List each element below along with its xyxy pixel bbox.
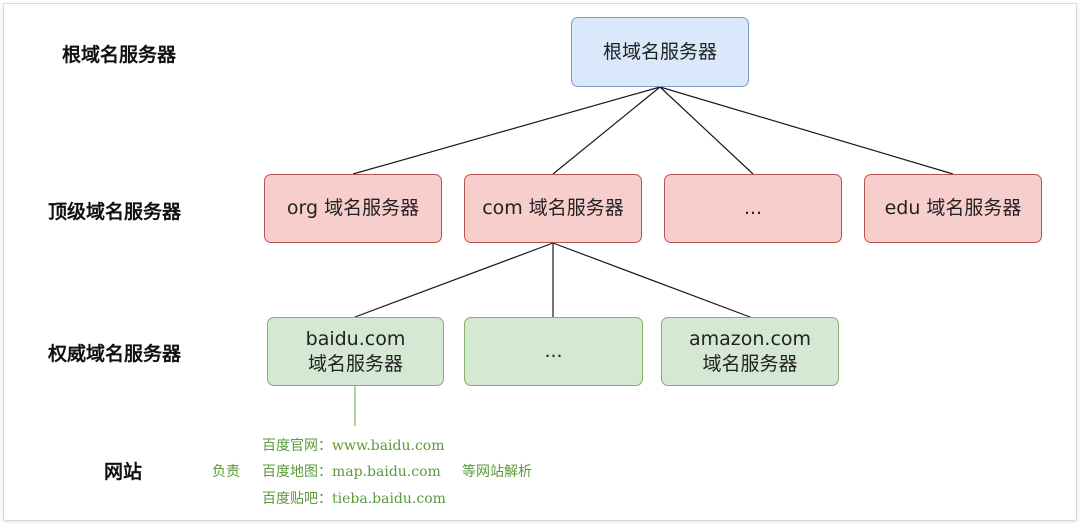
baidu-server-domain: baidu.com xyxy=(305,327,406,350)
amazon-server-node: amazon.com 域名服务器 xyxy=(661,317,839,386)
site-url: www.baidu.com xyxy=(332,438,445,454)
site-name: 百度贴吧： xyxy=(262,491,332,507)
edge-com-baidu xyxy=(354,242,554,318)
baidu-server-label: 域名服务器 xyxy=(307,352,403,375)
row-label-auth: 权威域名服务器 xyxy=(48,343,182,365)
auth-more-label: ... xyxy=(544,340,563,362)
edu-server-node: edu 域名服务器 xyxy=(864,174,1042,243)
site-name: 百度官网： xyxy=(262,438,332,454)
edge-root-org xyxy=(352,86,661,175)
tld-more-node: ... xyxy=(664,174,842,243)
diagram-frame xyxy=(3,3,1077,521)
amazon-server-label: 域名服务器 xyxy=(702,352,798,375)
edge-com-amazon xyxy=(552,242,751,318)
site-name: 百度地图： xyxy=(262,464,332,480)
edu-server-label: edu 域名服务器 xyxy=(884,197,1022,219)
org-server-node: org 域名服务器 xyxy=(264,174,442,243)
row-label-tld: 顶级域名服务器 xyxy=(48,201,182,223)
sites-suffix: 等网站解析 xyxy=(462,464,532,480)
row-label-site: 网站 xyxy=(104,461,143,483)
com-server-label: com 域名服务器 xyxy=(482,197,624,219)
auth-more-node: ... xyxy=(464,317,643,386)
site-url: tieba.baidu.com xyxy=(332,491,446,507)
edge-root-com xyxy=(552,86,661,175)
row-label-root: 根域名服务器 xyxy=(62,44,177,66)
site-item: 百度官网：www.baidu.com xyxy=(262,435,445,455)
edge-root-edu xyxy=(659,86,954,175)
com-server-node: com 域名服务器 xyxy=(464,174,642,243)
site-item: 百度地图：map.baidu.com xyxy=(262,461,441,481)
edge-root-more xyxy=(659,86,754,175)
root-server-label: 根域名服务器 xyxy=(602,40,717,63)
site-item: 百度贴吧：tieba.baidu.com xyxy=(262,488,446,508)
tld-more-label: ... xyxy=(743,197,763,219)
baidu-server-node: baidu.com 域名服务器 xyxy=(267,317,444,386)
amazon-server-domain: amazon.com xyxy=(688,327,812,350)
org-server-label: org 域名服务器 xyxy=(286,197,420,219)
sites-prefix: 负责 xyxy=(212,464,240,480)
site-url: map.baidu.com xyxy=(332,464,441,480)
root-server-node: 根域名服务器 xyxy=(571,17,749,87)
